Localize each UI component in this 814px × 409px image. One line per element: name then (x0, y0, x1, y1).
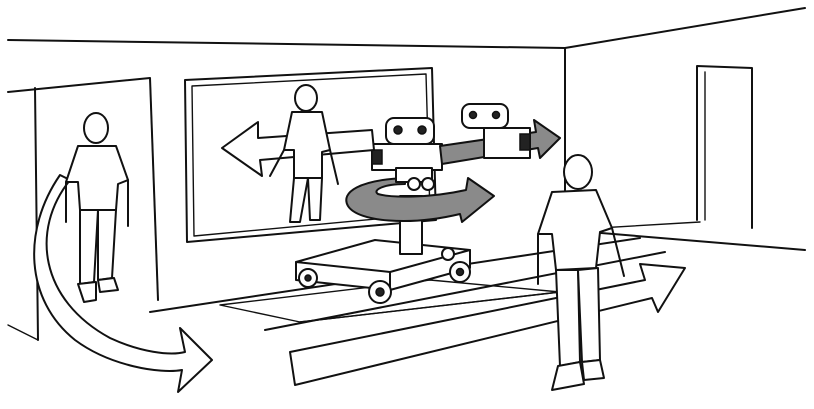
person-walking (538, 155, 624, 390)
entry-path-arrow (34, 175, 212, 392)
doorway-right (697, 66, 752, 228)
person-entering (66, 113, 128, 302)
